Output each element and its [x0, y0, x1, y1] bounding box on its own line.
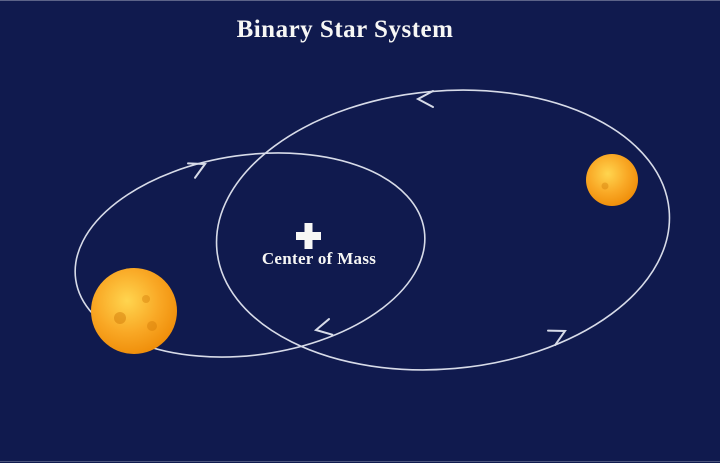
orbit-arrow-secondary-bottom: [547, 329, 567, 346]
bottom-edge-line: [0, 461, 720, 462]
star-spot: [147, 321, 157, 331]
top-edge-line: [0, 0, 720, 1]
star-spot: [601, 182, 609, 190]
orbit-arrow-primary-bottom: [313, 318, 334, 336]
orbit-arrow-secondary-top: [415, 90, 434, 108]
orbit-primary: [74, 152, 426, 358]
center-of-mass-label: Center of Mass: [262, 249, 376, 268]
orbit-arrow-primary-top: [187, 162, 207, 179]
orbit-arrows: [187, 90, 567, 346]
center-of-mass-marker: [296, 223, 321, 249]
star-spot: [142, 295, 150, 303]
secondary-star: [586, 154, 638, 206]
diagram-title: Binary Star System: [237, 16, 454, 43]
star-spot: [114, 312, 126, 324]
primary-star: [91, 268, 177, 354]
